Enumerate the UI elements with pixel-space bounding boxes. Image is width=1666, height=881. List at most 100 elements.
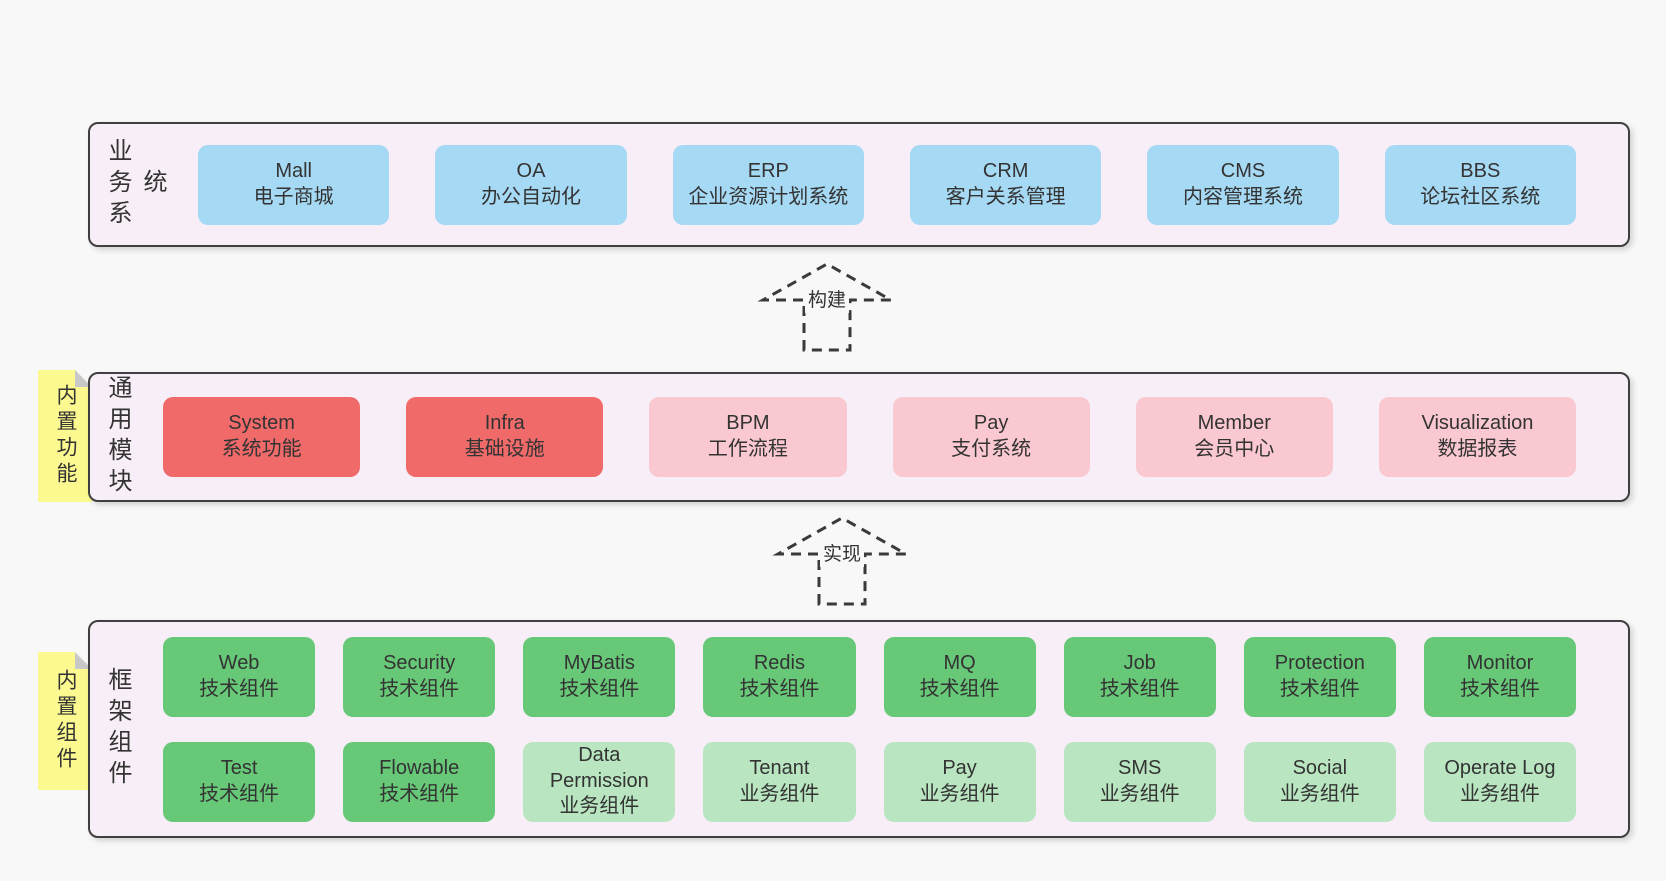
box-title: ERP [747, 159, 789, 182]
box-title: Protection [1274, 651, 1365, 674]
component-box-protection: Protection 技术组件 [1243, 636, 1396, 717]
component-box-redis: Redis 技术组件 [703, 636, 856, 717]
box-subtitle: 业务组件 [1459, 782, 1540, 805]
box-subtitle: 论坛社区系统 [1420, 185, 1541, 208]
box-subtitle: 业务组件 [739, 782, 820, 805]
component-box-monitor: Monitor 技术组件 [1423, 636, 1576, 717]
component-box-tenant: Tenant 业务组件 [703, 741, 856, 822]
component-box-job: Job 技术组件 [1063, 636, 1216, 717]
business-boxes: Mall 电子商城 OA 办公自动化 ERP 企业资源计划系统 CRM 客户关系… [170, 144, 1628, 225]
box-title: Mall [275, 159, 312, 182]
band-label: 框架组件 [104, 667, 131, 791]
box-title: Member [1197, 412, 1271, 435]
module-box-infra: Infra 基础设施 [406, 397, 604, 477]
band-framework-components: 框架组件 Web 技术组件 Security 技术组件 MyBatis 技术组件… [88, 620, 1630, 838]
module-box-visualization: Visualization 数据报表 [1378, 397, 1577, 477]
box-title: Job [1123, 651, 1156, 674]
box-subtitle: 企业资源计划系统 [688, 185, 849, 208]
component-box-sms: SMS 业务组件 [1063, 741, 1216, 822]
box-title: Data Permission [549, 744, 649, 792]
component-box-social: Social 业务组件 [1243, 741, 1396, 822]
box-subtitle: 电子商城 [253, 185, 334, 208]
sticky-note-label: 内置组件 [54, 669, 77, 773]
box-subtitle: 技术组件 [379, 782, 460, 805]
box-title: Pay [973, 412, 1009, 435]
arrow-label: 实现 [819, 538, 865, 567]
module-box-mall: Mall 电子商城 [198, 144, 390, 225]
box-subtitle: 数据报表 [1437, 438, 1518, 460]
sticky-note-built-in-components: 内置组件 [38, 652, 92, 790]
component-box-flowable: Flowable 技术组件 [343, 741, 496, 822]
module-box-system: System 系统功能 [163, 397, 361, 477]
box-subtitle: 办公自动化 [480, 185, 581, 208]
module-box-bpm: BPM 工作流程 [649, 397, 847, 477]
band-label: 通用模块 [104, 375, 131, 499]
component-box-data-permission: Data Permission 业务组件 [523, 741, 676, 822]
box-subtitle: 业务组件 [1099, 782, 1180, 805]
component-box-pay: Pay 业务组件 [883, 741, 1036, 822]
box-subtitle: 内容管理系统 [1182, 185, 1303, 208]
box-title: MQ [943, 651, 976, 674]
module-box-bbs: BBS 论坛社区系统 [1384, 144, 1576, 225]
arrow-label: 构建 [804, 284, 850, 313]
box-title: SMS [1118, 756, 1162, 779]
box-title: Redis [753, 651, 805, 674]
component-box-mq: MQ 技术组件 [883, 636, 1036, 717]
box-title: Social [1292, 756, 1348, 779]
sticky-note-built-in-features: 内置功能 [38, 370, 92, 502]
box-title: Web [218, 651, 260, 674]
box-subtitle: 工作流程 [707, 438, 788, 460]
box-title: CMS [1220, 159, 1266, 182]
module-box-crm: CRM 客户关系管理 [909, 144, 1102, 225]
module-box-member: Member 会员中心 [1135, 397, 1333, 477]
arrow-implement: 实现 [772, 514, 912, 606]
box-subtitle: 会员中心 [1194, 438, 1275, 460]
component-box-test: Test 技术组件 [163, 741, 316, 822]
box-title: Security [383, 651, 456, 674]
component-row-2: Test 技术组件 Flowable 技术组件 Data Permission … [163, 741, 1576, 822]
box-subtitle: 技术组件 [919, 677, 1000, 700]
component-box-security: Security 技术组件 [343, 636, 496, 717]
component-box-web: Web 技术组件 [163, 636, 316, 717]
box-title: Pay [942, 756, 977, 779]
box-title: Infra [484, 412, 525, 435]
band-common-modules: 通用模块 System 系统功能 Infra 基础设施 BPM 工作流程 Pay… [88, 372, 1630, 502]
module-box-erp: ERP 企业资源计划系统 [672, 144, 864, 225]
box-subtitle: 业务组件 [919, 782, 1000, 805]
box-subtitle: 支付系统 [951, 438, 1032, 460]
box-subtitle: 基础设施 [464, 438, 545, 460]
box-subtitle: 技术组件 [559, 677, 640, 700]
box-subtitle: 技术组件 [739, 677, 820, 700]
box-title: Monitor [1466, 651, 1534, 674]
band-business-systems: 业务系统 Mall 电子商城 OA 办公自动化 ERP 企业资源计划系统 CRM… [88, 122, 1630, 247]
box-title: Test [220, 756, 258, 779]
box-subtitle: 技术组件 [199, 677, 280, 700]
component-box-mybatis: MyBatis 技术组件 [523, 636, 676, 717]
module-box-pay: Pay 支付系统 [892, 397, 1090, 477]
box-subtitle: 技术组件 [199, 782, 280, 805]
module-box-oa: OA 办公自动化 [435, 144, 627, 225]
box-subtitle: 系统功能 [221, 438, 302, 460]
up-block-arrow-icon [757, 262, 897, 352]
box-subtitle: 技术组件 [379, 677, 460, 700]
up-block-arrow-icon [772, 516, 912, 606]
box-title: Flowable [379, 756, 460, 779]
box-title: BBS [1460, 159, 1501, 182]
module-box-cms: CMS 内容管理系统 [1147, 144, 1339, 225]
component-rows: Web 技术组件 Security 技术组件 MyBatis 技术组件 Redi… [135, 636, 1628, 822]
box-title: Visualization [1421, 412, 1534, 435]
box-title: MyBatis [563, 651, 635, 674]
box-subtitle: 业务组件 [1279, 782, 1360, 805]
box-title: BPM [726, 412, 770, 435]
box-subtitle: 技术组件 [1099, 677, 1180, 700]
box-title: OA [516, 159, 546, 182]
box-subtitle: 技术组件 [1279, 677, 1360, 700]
box-title: System [228, 412, 295, 435]
box-title: CRM [982, 159, 1029, 182]
sticky-note-label: 内置功能 [54, 384, 77, 488]
band-label: 业务系统 [104, 138, 166, 231]
box-subtitle: 业务组件 [559, 795, 640, 818]
module-boxes: System 系统功能 Infra 基础设施 BPM 工作流程 Pay 支付系统… [135, 397, 1628, 477]
box-subtitle: 客户关系管理 [945, 185, 1066, 208]
